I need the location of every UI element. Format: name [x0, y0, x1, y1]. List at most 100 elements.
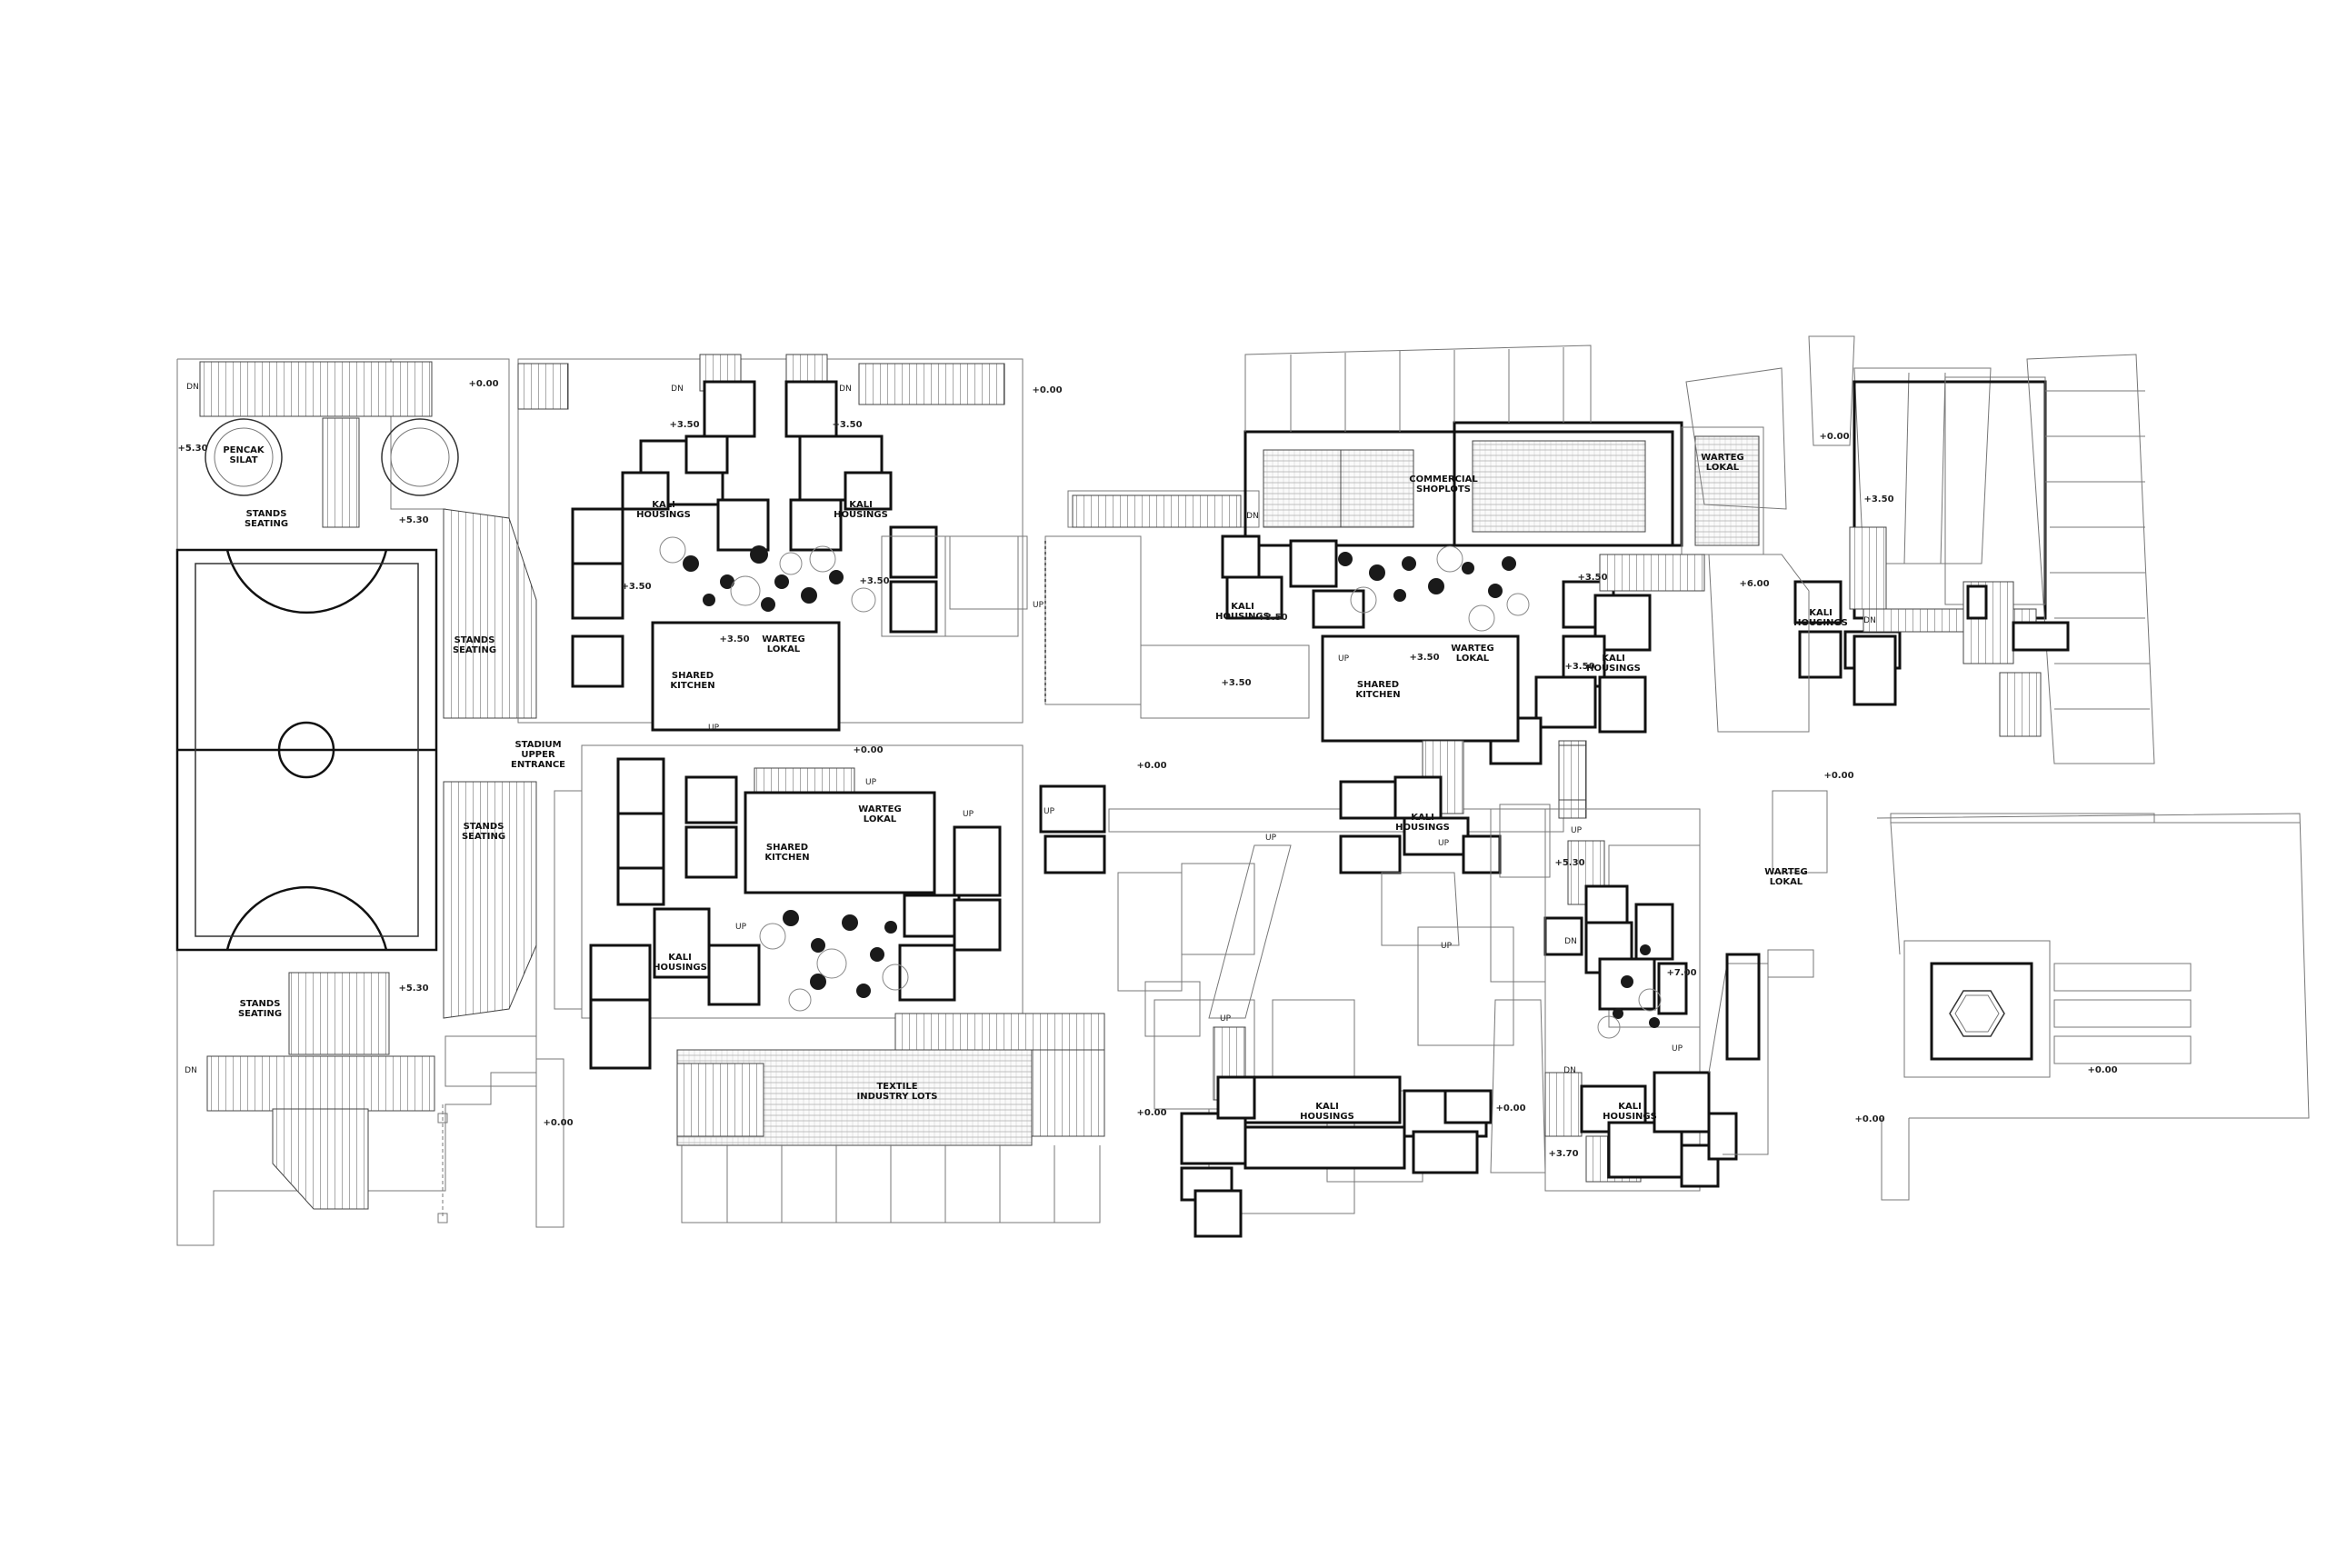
- stands-bottom: [206, 1055, 435, 1112]
- stair-up: UP: [1033, 601, 1044, 610]
- stair-dn: DN: [671, 385, 684, 394]
- housing-cluster-5: [1543, 744, 1769, 1192]
- stair-dn: DN: [1563, 1066, 1576, 1075]
- courtyard-trees-5: [1597, 944, 1662, 1039]
- courtyard-trees-3: [1338, 545, 1530, 632]
- level-marker: +7.00: [1666, 968, 1696, 978]
- stair-up: UP: [1220, 1014, 1232, 1024]
- level-marker: +3.50: [1577, 573, 1607, 583]
- level-marker: +6.00: [1739, 579, 1769, 589]
- level-marker: +0.00: [2087, 1065, 2117, 1075]
- level-marker: +0.00: [1032, 385, 1062, 395]
- east-zone: [1490, 335, 2310, 1201]
- level-marker: +3.70: [1548, 1149, 1578, 1159]
- stadium-zone: [175, 358, 583, 1246]
- level-marker: +0.00: [1136, 761, 1166, 771]
- level-marker: +0.00: [1823, 771, 1853, 781]
- stands-curved-lower: [443, 781, 537, 1019]
- stair-up: UP: [1441, 942, 1453, 951]
- stair-up: UP: [963, 810, 974, 819]
- level-marker: +3.50: [1409, 653, 1439, 663]
- stair-up: UP: [1338, 654, 1350, 664]
- courtyard-trees-1: [659, 536, 876, 613]
- level-marker: +0.00: [468, 379, 498, 389]
- stair-dn: DN: [1564, 937, 1577, 946]
- level-marker: +0.00: [853, 745, 883, 755]
- level-marker: +3.50: [859, 576, 889, 586]
- housing-cluster-4: [1154, 775, 1551, 1238]
- housing-cluster-2: [581, 744, 1105, 1223]
- level-marker: +3.50: [719, 634, 749, 644]
- level-marker: +0.00: [543, 1118, 573, 1128]
- pencak-silat-ring: [205, 418, 283, 496]
- stair-dn: DN: [1863, 616, 1876, 625]
- stair-up: UP: [1571, 826, 1583, 835]
- stair-up: UP: [1672, 1044, 1683, 1054]
- shared-kitchen-hall-3: [1321, 634, 1520, 743]
- stair-up: UP: [735, 923, 747, 932]
- level-marker: +3.50: [1564, 662, 1594, 672]
- level-marker: +3.50: [1257, 613, 1287, 623]
- level-marker: +5.30: [398, 515, 428, 525]
- stair-up: UP: [708, 724, 720, 733]
- stands-top: [199, 361, 433, 417]
- courtyard-trees-2: [759, 910, 909, 1012]
- level-markers: +0.00 +5.30 +5.30 +5.30 +0.00 +3.50 +3.5…: [177, 379, 2117, 1159]
- stair-up: UP: [1438, 839, 1450, 848]
- stair-dn: DN: [185, 1066, 197, 1075]
- level-marker: +3.50: [832, 420, 862, 430]
- level-marker: +3.50: [1863, 494, 1893, 504]
- stair-dn: DN: [186, 383, 199, 392]
- warteg-lokal-kiosk: [1694, 435, 1760, 546]
- level-marker: +3.50: [669, 420, 699, 430]
- central-spine: [949, 490, 1564, 1037]
- stair-markers: DN DN DN DN UP UP UP UP UP UP UP UP UP U…: [185, 383, 1876, 1075]
- level-marker: +3.50: [621, 582, 651, 592]
- level-marker: +0.00: [1136, 1108, 1166, 1118]
- level-marker: +0.00: [1819, 432, 1849, 442]
- stair-dn: DN: [1246, 512, 1259, 521]
- stair-dn: DN: [839, 385, 852, 394]
- stair-up: UP: [1265, 834, 1277, 843]
- stair-up: UP: [865, 778, 877, 787]
- level-marker: +5.30: [177, 444, 207, 454]
- level-marker: +3.50: [1221, 678, 1251, 688]
- shared-kitchen-hall-1: [651, 621, 841, 732]
- parking-bays: [1890, 813, 2155, 824]
- hexagon-pavilion: [1949, 990, 2005, 1037]
- housing-cluster-1: [517, 354, 1024, 732]
- level-marker: +0.00: [1854, 1114, 1884, 1124]
- level-marker: +5.30: [1554, 858, 1584, 868]
- level-marker: +5.30: [398, 984, 428, 994]
- level-marker: +0.00: [1495, 1104, 1525, 1114]
- housing-cluster-3: [1072, 345, 1764, 819]
- stands-curved-upper: [443, 508, 537, 719]
- stair-up: UP: [1044, 807, 1055, 816]
